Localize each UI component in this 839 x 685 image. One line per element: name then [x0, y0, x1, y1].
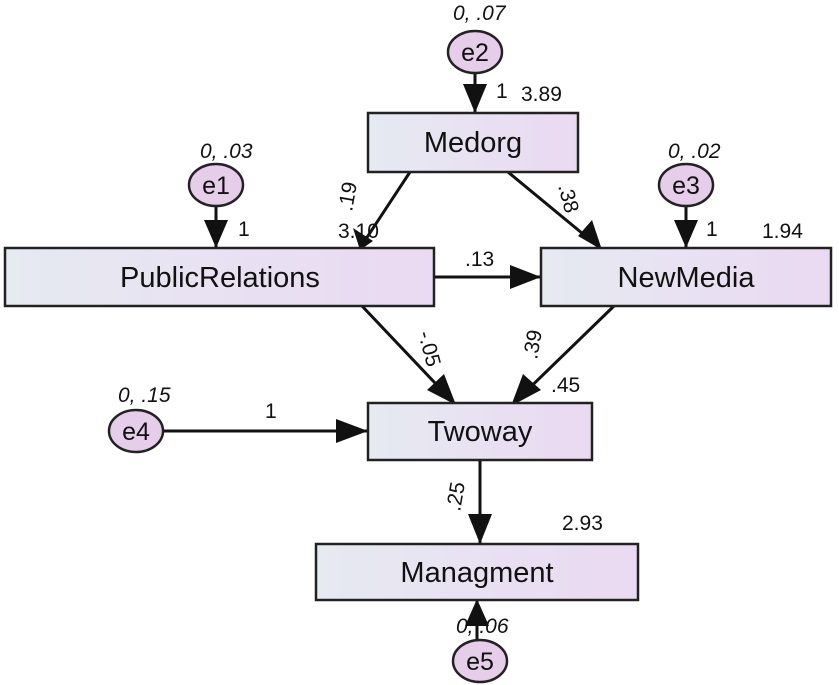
error-e2-weight: 1: [496, 80, 508, 103]
node-twoway: Twoway: [366, 401, 594, 462]
node-medorg-intercept: 3.89: [521, 83, 562, 106]
node-managment-label: Managment: [400, 557, 553, 589]
error-e5: e5: [451, 638, 509, 684]
error-e1-label: e1: [202, 172, 230, 200]
error-e4-params: 0, .15: [118, 384, 171, 407]
node-new-media-intercept: 1.94: [762, 220, 803, 243]
path-twoway-to-managment: .25: [442, 480, 470, 513]
error-e2-params: 0, .07: [453, 2, 507, 25]
path-medorg-to-public-relations: .19: [334, 180, 362, 213]
node-medorg-label: Medorg: [424, 127, 522, 159]
error-e2-label: e2: [461, 39, 489, 67]
edge-e1-to-public-relations: [204, 205, 228, 248]
error-e1-weight: 1: [238, 218, 250, 241]
error-e3-weight: 1: [706, 218, 718, 241]
edge-public-relations-to-twoway: [360, 304, 456, 405]
error-e2: e2: [446, 29, 504, 75]
error-e3-label: e3: [672, 172, 700, 200]
error-e5-label: e5: [466, 648, 494, 676]
error-e5-params: 0, .06: [456, 615, 509, 638]
edge-new-media-to-twoway: [511, 304, 616, 406]
error-e4-label: e4: [122, 418, 150, 446]
node-new-media-label: NewMedia: [618, 262, 756, 294]
node-new-media: NewMedia: [539, 246, 833, 308]
edge-e2-to-medorg: [463, 73, 487, 113]
node-medorg: Medorg: [366, 111, 580, 174]
path-new-media-to-twoway: .39: [519, 328, 547, 361]
node-public-relations-intercept: 3.10: [338, 220, 379, 243]
node-managment: Managment: [314, 542, 640, 602]
edge-e5-to-managment: [465, 599, 489, 640]
error-e1: e1: [187, 162, 245, 208]
edge-e3-to-new-media: [674, 205, 698, 248]
edge-twoway-to-managment: [468, 460, 492, 544]
edge-public-relations-to-new-media: [434, 265, 541, 289]
edge-e4-to-twoway: [163, 419, 368, 443]
error-e1-params: 0, .03: [200, 140, 253, 163]
node-twoway-label: Twoway: [428, 416, 533, 448]
edge-medorg-to-new-media: [507, 170, 602, 250]
node-managment-intercept: 2.93: [562, 512, 603, 535]
path-public-relations-to-new-media: .13: [465, 248, 494, 271]
node-twoway-intercept: .45: [551, 374, 580, 397]
error-e3-params: 0, .02: [668, 140, 721, 163]
error-e4-weight: 1: [265, 400, 277, 423]
error-e3: e3: [657, 162, 715, 208]
node-public-relations-label: PublicRelations: [120, 262, 320, 294]
node-public-relations: PublicRelations: [3, 246, 436, 308]
path-medorg-to-new-media: .38: [553, 181, 583, 215]
error-e4: e4: [107, 408, 165, 454]
edge-medorg-to-public-relations: [353, 171, 412, 250]
